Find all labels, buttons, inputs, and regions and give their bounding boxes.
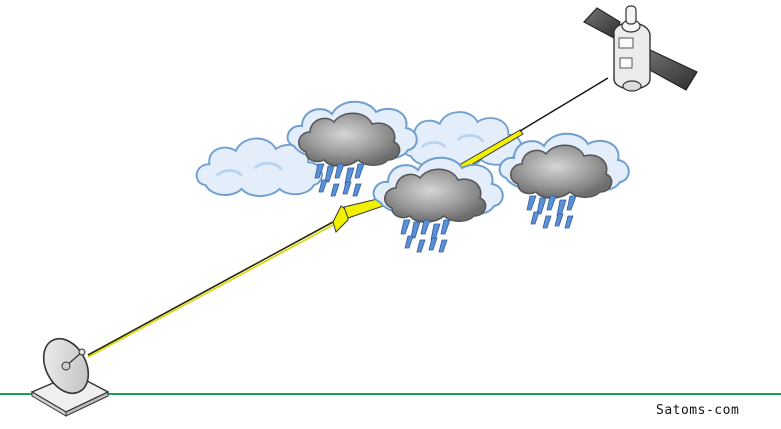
rain-cloud-icon (372, 156, 504, 253)
rain-cloud-icon (498, 132, 630, 229)
satellite-dish-icon (30, 337, 110, 417)
credit-text: Satoms-com (656, 403, 740, 418)
satellite-icon (583, 5, 698, 92)
